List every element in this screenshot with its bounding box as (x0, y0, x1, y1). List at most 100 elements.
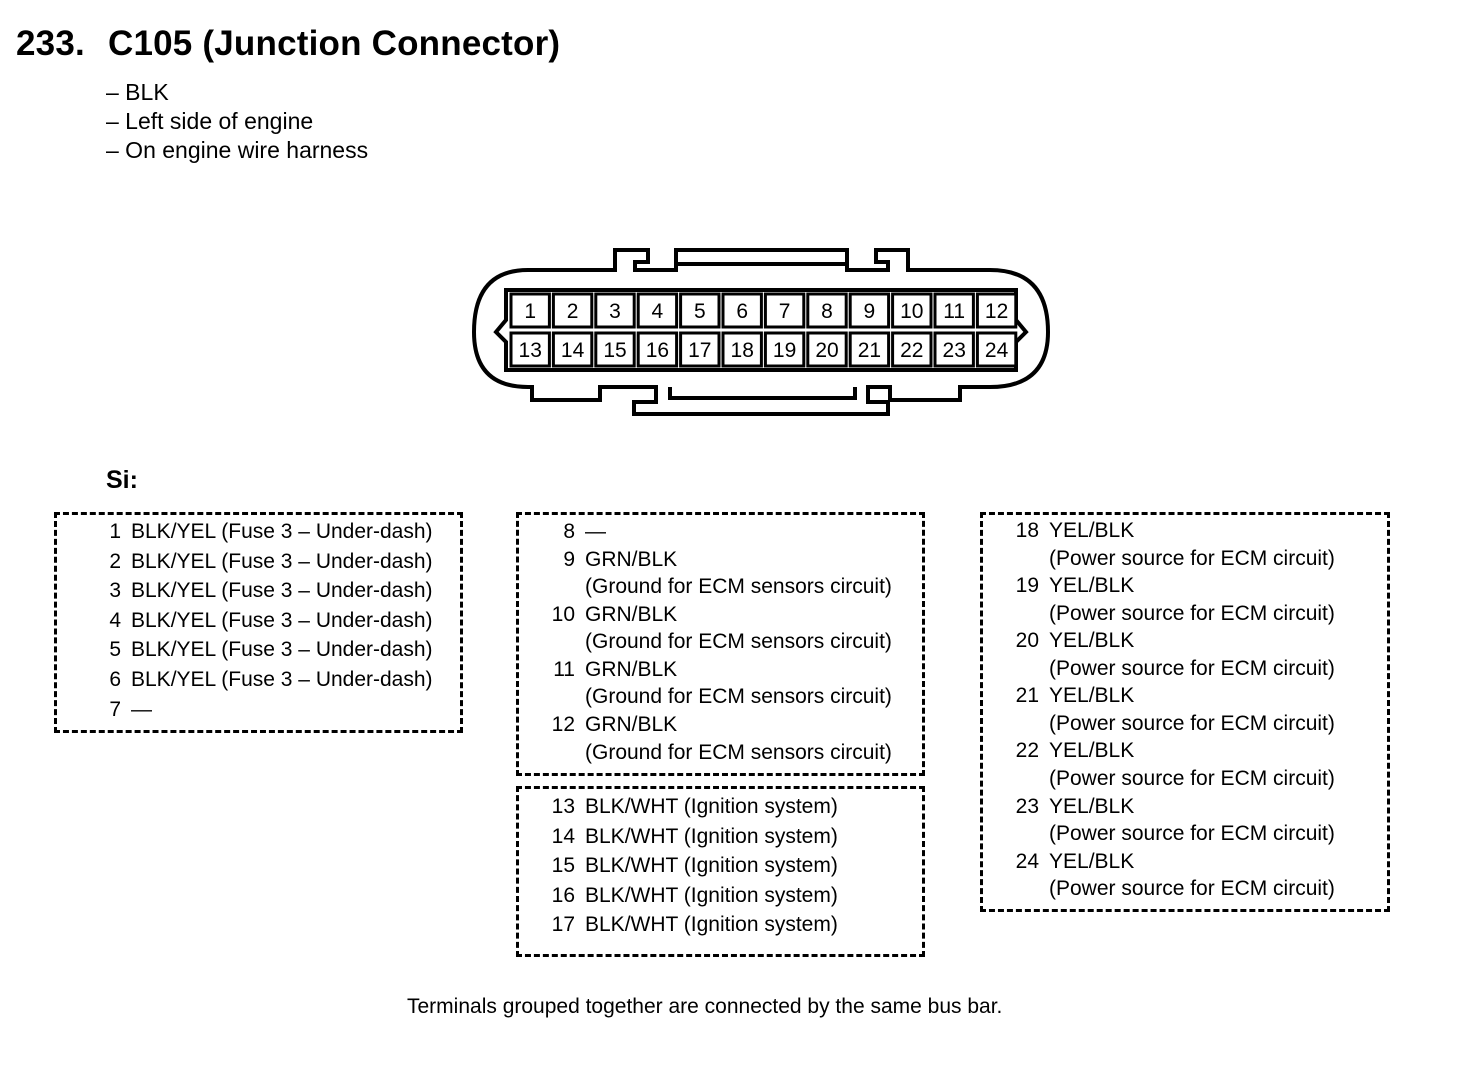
pin-number: 15 (603, 339, 626, 362)
detail-location: – Left side of engine (106, 108, 314, 134)
terminal-pin-number: 23 (1015, 794, 1039, 818)
pin-number: 4 (652, 300, 664, 323)
terminal-pin-number: 12 (551, 712, 575, 736)
pin-number: 3 (609, 300, 621, 323)
detail-color: – BLK (106, 79, 169, 105)
pin-number: 19 (773, 339, 796, 362)
pin-number: 2 (567, 300, 579, 323)
pin-cell (848, 292, 891, 329)
pin-cell (679, 292, 721, 329)
terminal-wire-color: BLK/YEL (Fuse 3 – Under-dash) (131, 549, 433, 573)
pin-cell (594, 331, 636, 368)
terminal-pin-number: 7 (109, 697, 121, 721)
terminal-pin-number: 13 (551, 795, 575, 818)
pin-number: 21 (858, 339, 881, 362)
terminal-pin-number: 16 (551, 883, 575, 907)
terminal-pin-number: 2 (109, 549, 121, 573)
pin-number: 22 (900, 339, 923, 362)
terminal-circuit-description: (Power source for ECM circuit) (1049, 767, 1335, 790)
pin-cell (594, 292, 636, 329)
pin-number: 9 (864, 300, 876, 323)
pin-cell (551, 292, 594, 329)
terminal-wire-color: YEL/BLK (1049, 629, 1135, 653)
terminal-pin-number: 11 (553, 657, 575, 681)
pin-number: 24 (985, 339, 1009, 362)
detail-harness: – On engine wire harness (106, 137, 369, 163)
terminal-circuit-description: (Ground for ECM sensors circuit) (585, 575, 892, 599)
terminal-pin-number: 3 (109, 579, 121, 603)
pin-cell (806, 331, 848, 368)
pin-number: 17 (688, 339, 711, 362)
terminal-pin-number: 8 (563, 520, 575, 543)
terminal-pin-number: 4 (109, 608, 121, 632)
pin-cell (721, 331, 763, 368)
terminal-wire-color: BLK/YEL (Fuse 3 – Under-dash) (131, 520, 433, 543)
terminal-wire-color: BLK/WHT (Ignition system) (585, 913, 838, 937)
pin-number: 11 (943, 300, 965, 323)
pin-cell (806, 292, 848, 329)
pin-number: 5 (694, 300, 706, 323)
terminal-circuit-description: (Power source for ECM circuit) (1049, 546, 1335, 570)
pin-cell (763, 331, 806, 368)
terminal-pin-number: 5 (109, 638, 121, 662)
section-number: 233. (16, 24, 85, 63)
pin-cell (848, 331, 891, 368)
pin-number: 20 (815, 339, 838, 362)
terminal-pin-number: 15 (551, 854, 575, 878)
terminal-circuit-description: (Ground for ECM sensors circuit) (585, 685, 892, 709)
pin-cell (721, 292, 763, 329)
terminal-wire-color: GRN/BLK (585, 547, 678, 571)
pin-cell (636, 292, 679, 329)
pin-number: 7 (779, 300, 791, 323)
pin-number: 13 (519, 339, 542, 362)
connector-name: C105 (Junction Connector) (108, 24, 561, 63)
terminal-wire-color: YEL/BLK (1049, 794, 1135, 818)
pin-cell (933, 292, 975, 329)
terminal-wire-color: BLK/WHT (Ignition system) (585, 883, 838, 907)
pin-cell (975, 292, 1018, 329)
terminal-wire-color: GRN/BLK (585, 657, 678, 681)
terminal-pin-number: 20 (1015, 629, 1039, 653)
terminal-wire-color: GRN/BLK (585, 602, 678, 626)
pin-number: 6 (736, 300, 748, 323)
pin-number: 16 (646, 339, 669, 362)
terminal-wire-color: BLK/YEL (Fuse 3 – Under-dash) (131, 668, 433, 691)
terminal-wire-color: YEL/BLK (1049, 849, 1135, 873)
terminal-wire-color: GRN/BLK (585, 712, 678, 736)
terminal-wire-color: — (131, 697, 152, 721)
terminal-wire-color: BLK/WHT (Ignition system) (585, 795, 838, 818)
pin-number: 18 (731, 339, 754, 362)
connector-details: – BLK – Left side of engine – On engine … (106, 78, 368, 165)
pin-cell (679, 331, 721, 368)
terminal-wire-color: BLK/YEL (Fuse 3 – Under-dash) (131, 608, 433, 632)
pin-number: 10 (900, 300, 923, 323)
terminal-wire-color: BLK/WHT (Ignition system) (585, 854, 838, 878)
terminal-pin-number: 18 (1015, 519, 1039, 542)
pin-number: 14 (561, 339, 585, 362)
terminal-wire-color: BLK/YEL (Fuse 3 – Under-dash) (131, 579, 433, 603)
pin-cell (891, 331, 933, 368)
terminal-pin-number: 10 (551, 602, 575, 626)
terminal-wire-color: BLK/WHT (Ignition system) (585, 824, 838, 848)
terminal-pin-number: 21 (1015, 684, 1039, 708)
terminal-pin-number: 14 (551, 824, 575, 848)
terminal-circuit-description: (Ground for ECM sensors circuit) (585, 740, 892, 764)
terminal-pin-number: 17 (551, 913, 575, 937)
terminal-circuit-description: (Power source for ECM circuit) (1049, 822, 1335, 846)
terminal-wire-color: BLK/YEL (Fuse 3 – Under-dash) (131, 638, 433, 662)
pin-number: 8 (821, 300, 833, 323)
terminal-pin-number: 9 (563, 547, 575, 571)
connector-latch-bar (668, 387, 857, 400)
pin-cell (551, 331, 594, 368)
page-title: 233. C105 (Junction Connector) (16, 24, 560, 64)
terminal-wire-color: YEL/BLK (1049, 739, 1135, 763)
terminal-pin-number: 6 (109, 668, 121, 691)
terminal-pin-number: 22 (1015, 739, 1039, 763)
pin-cell (975, 331, 1018, 368)
